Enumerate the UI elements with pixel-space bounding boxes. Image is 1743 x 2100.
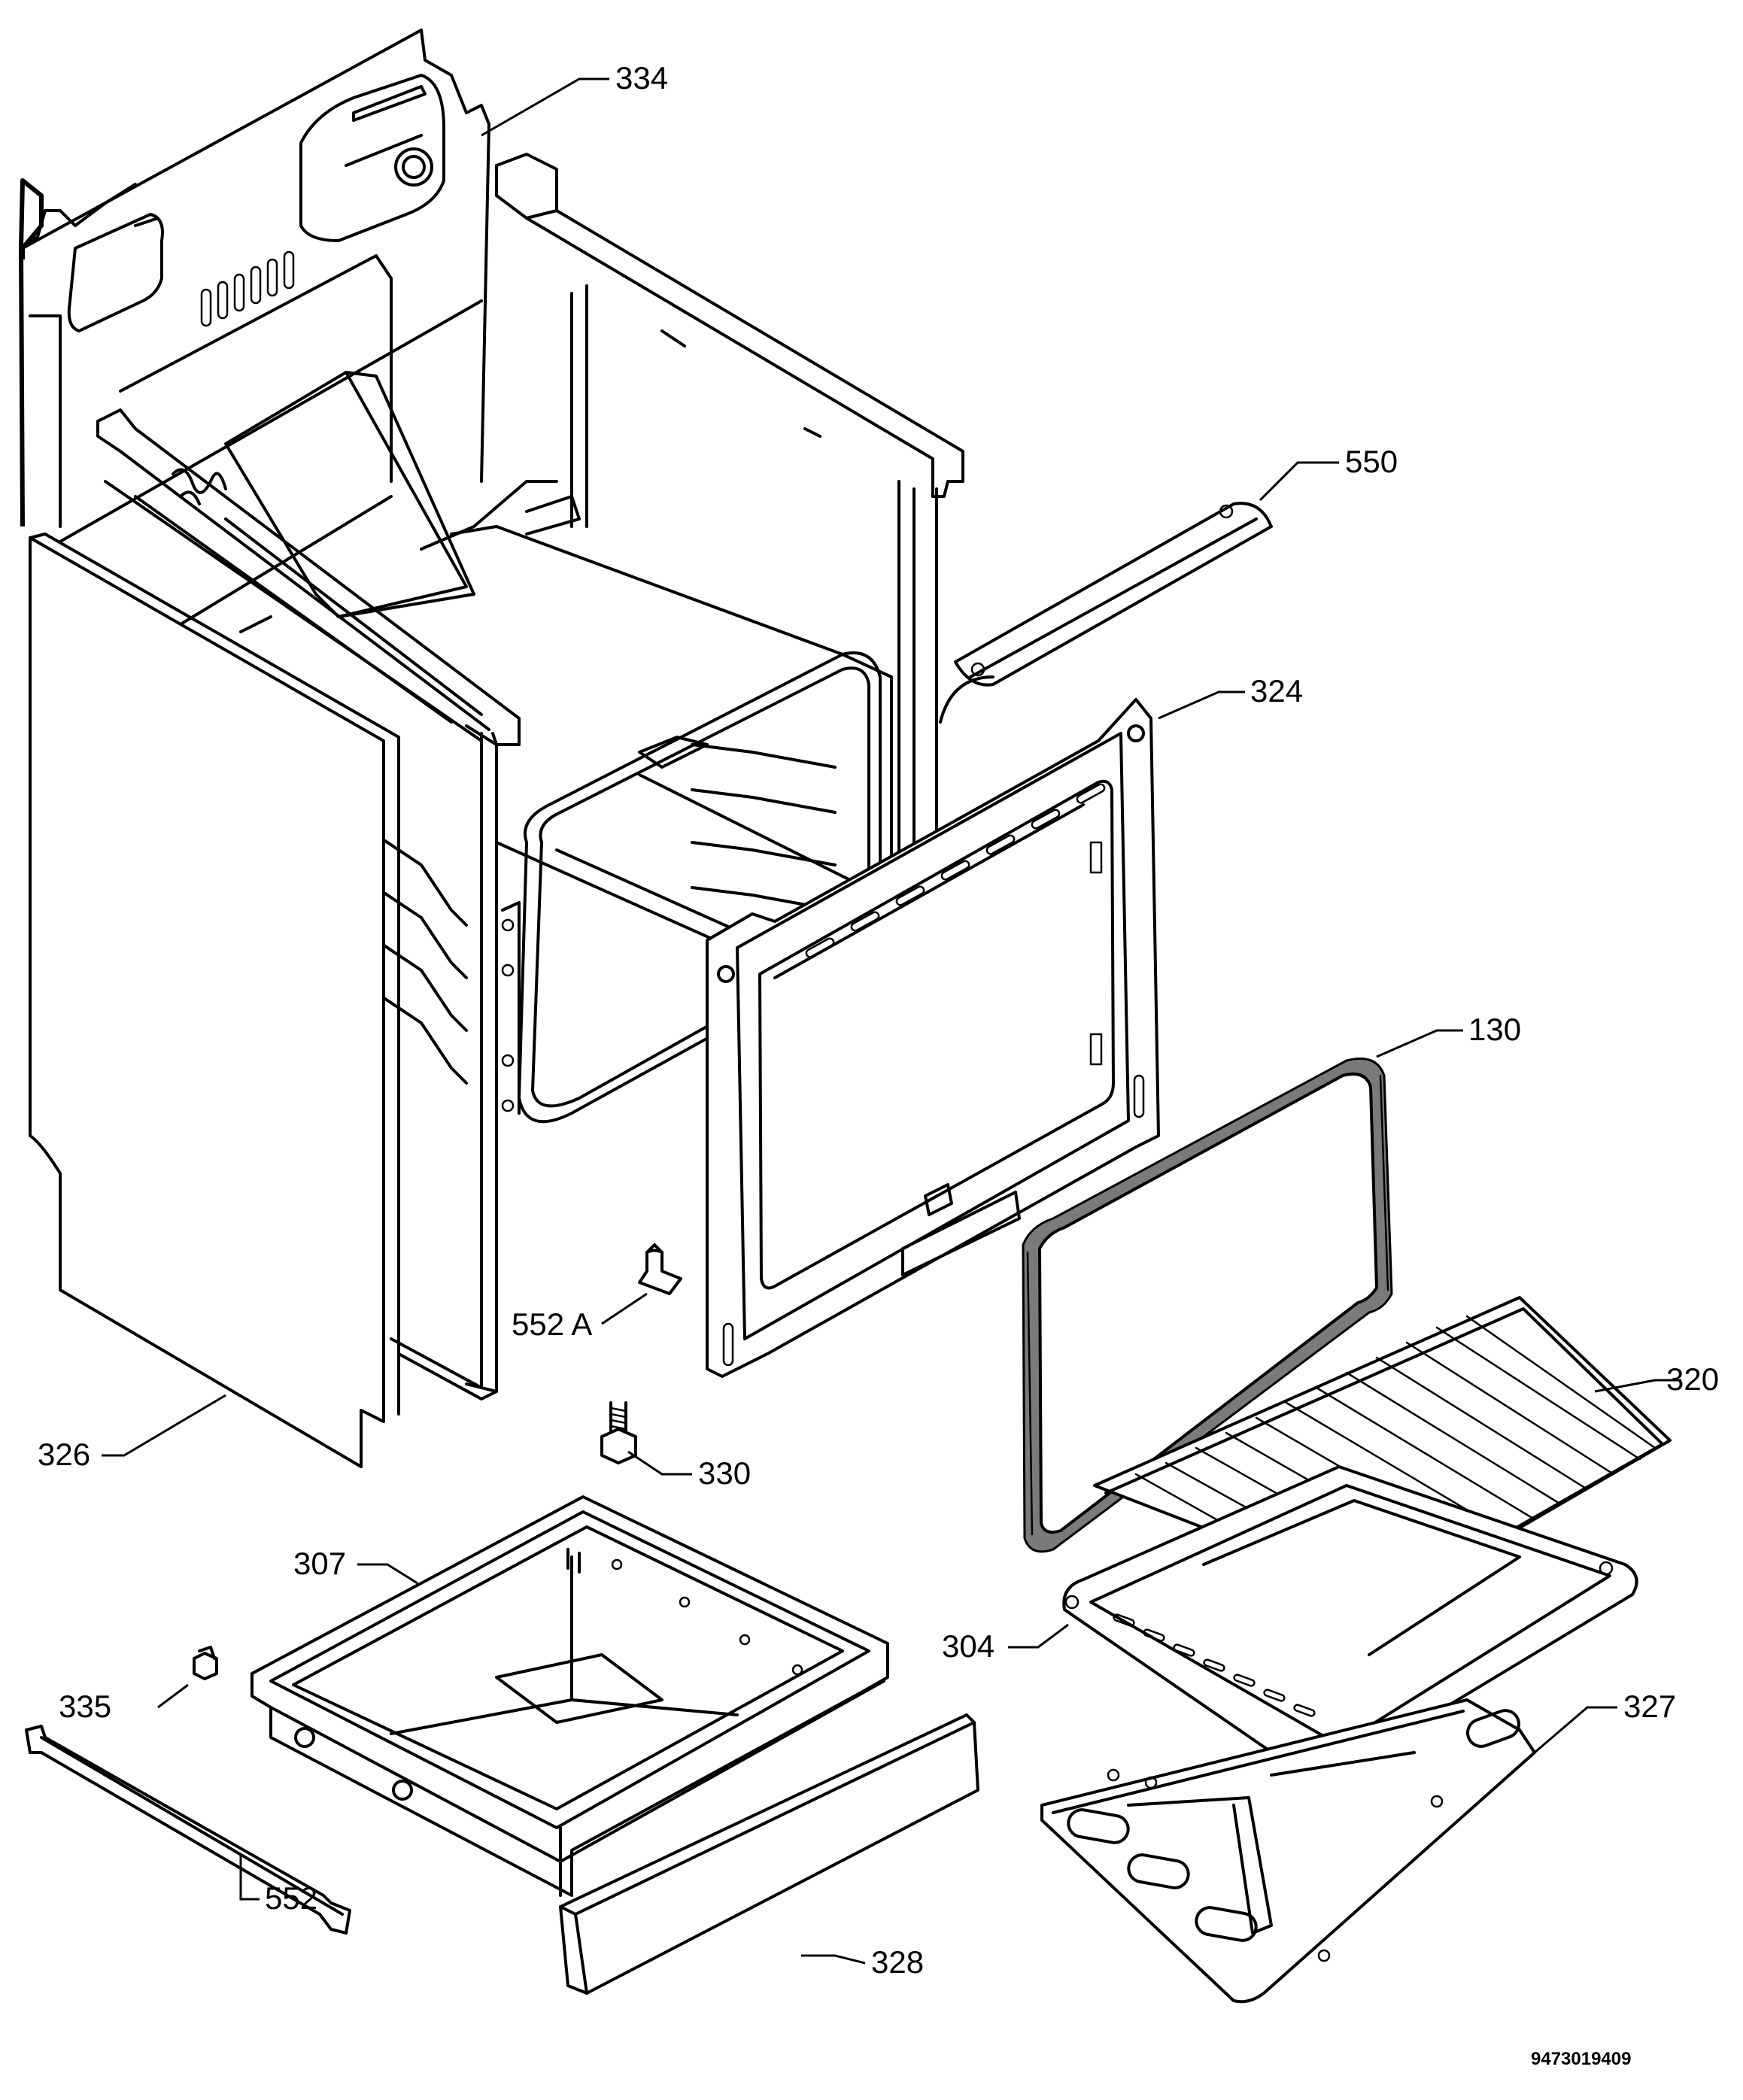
callout-552A: 552 A [512, 1306, 592, 1342]
drawing-number: 9473019409 [1531, 2049, 1631, 2069]
callout-324: 324 [1250, 673, 1303, 709]
callout-328: 328 [871, 1944, 924, 1980]
callout-labels: 334 550 324 130 552 A 320 326 330 307 30… [38, 60, 1719, 1980]
part-307-drawer [251, 1495, 889, 1897]
part-335-screw [193, 1646, 218, 1680]
callout-307: 307 [293, 1546, 346, 1581]
callout-leaders [102, 77, 1681, 1965]
callout-330: 330 [698, 1455, 751, 1491]
part-130-gasket [1022, 1058, 1393, 1553]
part-328-drawer-front [559, 1713, 979, 1995]
part-327-bottom-plate [1040, 1698, 1536, 2004]
part-552A-bracket [638, 1243, 682, 1295]
callout-320: 320 [1666, 1361, 1719, 1397]
callout-326: 326 [38, 1437, 90, 1472]
part-334-back-panel [19, 29, 490, 543]
callout-552: 552 [265, 1880, 317, 1916]
part-552-rail [25, 1725, 351, 1935]
part-550-rail [939, 502, 1273, 724]
callout-550: 550 [1345, 444, 1398, 479]
callout-335: 335 [59, 1689, 111, 1724]
callout-327: 327 [1623, 1689, 1676, 1724]
callout-334: 334 [615, 60, 668, 96]
part-324-front-frame [706, 698, 1160, 1378]
part-326-side-panel [29, 533, 400, 1468]
callout-304: 304 [942, 1628, 994, 1664]
callout-130: 130 [1468, 1012, 1521, 1047]
